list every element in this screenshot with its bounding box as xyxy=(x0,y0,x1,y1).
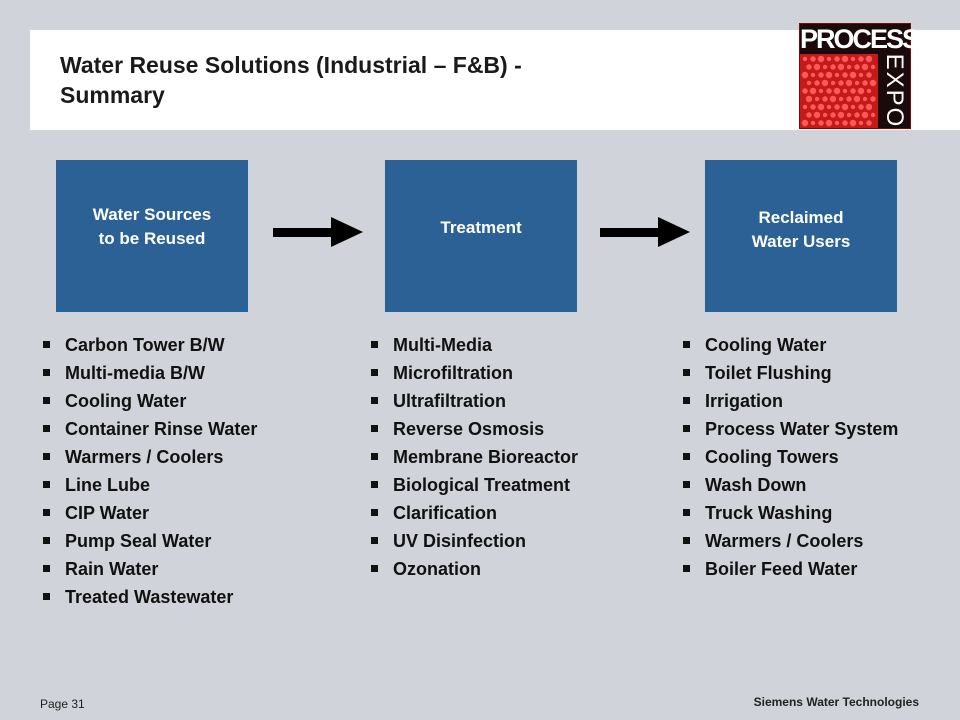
list-item: CIP Water xyxy=(40,499,257,527)
list-item: Line Lube xyxy=(40,471,257,499)
list-item: Truck Washing xyxy=(680,499,898,527)
list-item: Process Water System xyxy=(680,415,898,443)
arrow-right-icon xyxy=(600,217,690,247)
flow-box-label: Water Sources to be Reused xyxy=(92,205,212,248)
list-item: Warmers / Coolers xyxy=(40,443,257,471)
list-item: Carbon Tower B/W xyxy=(40,331,257,359)
list-item: Irrigation xyxy=(680,387,898,415)
flow-box-label: Treatment xyxy=(440,218,522,237)
list-item: Rain Water xyxy=(40,555,257,583)
logo-text-process: PROCESS xyxy=(800,24,920,54)
list-item: Cooling Water xyxy=(680,331,898,359)
list-item: Biological Treatment xyxy=(368,471,578,499)
page-number: Page 31 xyxy=(40,697,85,711)
list-item: Ultrafiltration xyxy=(368,387,578,415)
list-item: Boiler Feed Water xyxy=(680,555,898,583)
list-item: Clarification xyxy=(368,499,578,527)
list-item: Cooling Water xyxy=(40,387,257,415)
list-item: Pump Seal Water xyxy=(40,527,257,555)
company-name: Siemens Water Technologies xyxy=(753,695,919,709)
list-item: Wash Down xyxy=(680,471,898,499)
list-item: Multi-Media xyxy=(368,331,578,359)
list-item: Microfiltration xyxy=(368,359,578,387)
arrow-right-icon xyxy=(273,217,363,247)
list-item: Multi-media B/W xyxy=(40,359,257,387)
flow-box-label: Reclaimed Water Users xyxy=(751,208,851,251)
list-item: Toilet Flushing xyxy=(680,359,898,387)
list-item: UV Disinfection xyxy=(368,527,578,555)
page-title: Water Reuse Solutions (Industrial – F&B)… xyxy=(60,52,522,108)
list-item: Treated Wastewater xyxy=(40,583,257,611)
header-bar: Water Reuse Solutions (Industrial – F&B)… xyxy=(30,23,960,130)
flow-box-treatment: Treatment xyxy=(385,160,577,312)
flow-box-water-sources: Water Sources to be Reused xyxy=(56,160,248,312)
process-expo-logo: PROCESS EXPO xyxy=(799,23,920,129)
list-item: Reverse Osmosis xyxy=(368,415,578,443)
list-item: Container Rinse Water xyxy=(40,415,257,443)
list-item: Warmers / Coolers xyxy=(680,527,898,555)
logo-side-panel: EXPO xyxy=(878,54,910,128)
logo-text-expo: EXPO xyxy=(881,53,908,129)
list-item: Membrane Bioreactor xyxy=(368,443,578,471)
list-item: Cooling Towers xyxy=(680,443,898,471)
logo-dot-pattern xyxy=(801,55,877,127)
flow-box-reclaimed-water-users: Reclaimed Water Users xyxy=(705,160,897,312)
list-item: Ozonation xyxy=(368,555,578,583)
